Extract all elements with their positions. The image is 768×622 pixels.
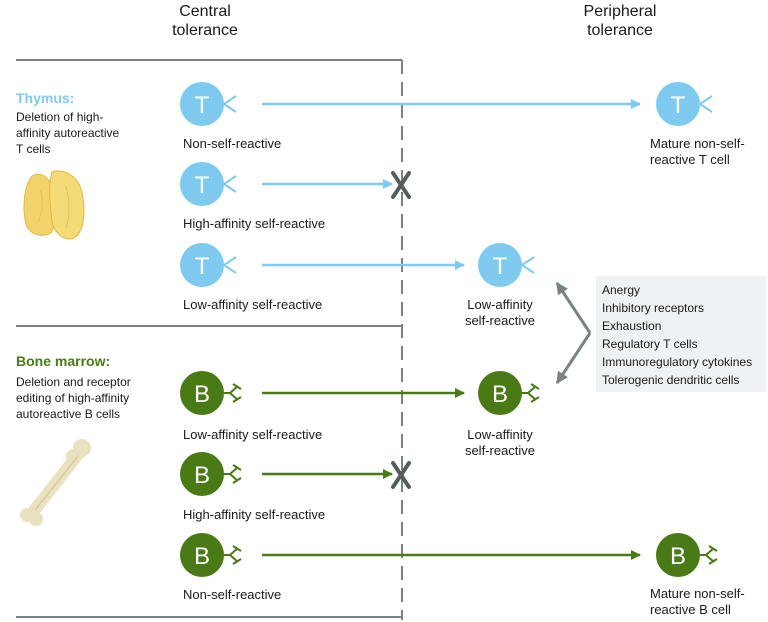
t-peripheral-low-affinity-label: Low-affinity self-reactive	[464, 297, 536, 328]
b-nonself-label: Non-self-reactive	[183, 587, 282, 602]
svg-text:T: T	[195, 92, 210, 119]
svg-text:B: B	[194, 462, 210, 489]
svg-text:B: B	[194, 543, 210, 570]
central-tolerance-header: Central tolerance	[172, 3, 238, 39]
bone-marrow-description: Deletion and receptor editing of high-af…	[16, 375, 131, 421]
svg-text:B: B	[194, 381, 210, 408]
b-cell-nonself: B	[180, 533, 242, 577]
mechanism-item: Inhibitory receptors	[602, 301, 705, 315]
b-deletion-x-icon	[391, 461, 411, 489]
thymus-organ-icon	[23, 170, 85, 240]
mechanism-item: Regulatory T cells	[602, 337, 698, 351]
b-mature-label: Mature non-self- reactive B cell	[650, 586, 745, 617]
mechanism-item: Immunoregulatory cytokines	[602, 355, 753, 369]
b-cell-low-affinity: B	[180, 371, 242, 415]
b-cell-mature: B	[656, 533, 718, 577]
mechanism-item: Exhaustion	[602, 319, 662, 333]
t-nonself-label: Non-self-reactive	[183, 136, 282, 151]
b-high-affinity-label: High-affinity self-reactive	[183, 507, 326, 522]
svg-text:T: T	[195, 253, 210, 280]
thymus-description: Deletion of high- affinity autoreactive …	[16, 110, 120, 156]
thymus-title: Thymus:	[16, 90, 75, 106]
t-cell-low-affinity: T	[180, 243, 237, 287]
bone-icon	[20, 439, 91, 526]
t-high-affinity-label: High-affinity self-reactive	[183, 216, 326, 231]
mechanism-to-t-arrow	[555, 281, 592, 334]
svg-text:T: T	[493, 253, 508, 280]
mechanism-to-b-arrow	[555, 332, 592, 385]
t-cell-nonself: T	[180, 82, 237, 126]
mechanism-item: Anergy	[602, 283, 641, 297]
bone-marrow-title: Bone marrow:	[16, 353, 111, 369]
svg-text:B: B	[492, 381, 508, 408]
svg-text:B: B	[670, 543, 686, 570]
t-deletion-x-icon	[391, 171, 411, 199]
peripheral-mechanisms-box: Anergy Inhibitory receptors Exhaustion R…	[596, 276, 766, 392]
svg-text:T: T	[671, 92, 686, 119]
svg-text:T: T	[195, 172, 210, 199]
b-low-affinity-label: Low-affinity self-reactive	[183, 427, 323, 442]
t-cell-high-affinity: T	[180, 162, 237, 206]
t-cell-mature: T	[656, 82, 713, 126]
t-low-affinity-label: Low-affinity self-reactive	[183, 297, 323, 312]
t-mature-label: Mature non-self- reactive T cell	[650, 136, 745, 167]
b-cell-high-affinity: B	[180, 452, 242, 496]
t-cell-peripheral-low-affinity: T	[478, 243, 535, 287]
peripheral-tolerance-header: Peripheral tolerance	[583, 3, 657, 39]
mechanism-item: Tolerogenic dendritic cells	[602, 373, 740, 387]
b-cell-peripheral-low-affinity: B	[478, 371, 540, 415]
b-peripheral-low-affinity-label: Low-affinity self-reactive	[464, 427, 536, 458]
